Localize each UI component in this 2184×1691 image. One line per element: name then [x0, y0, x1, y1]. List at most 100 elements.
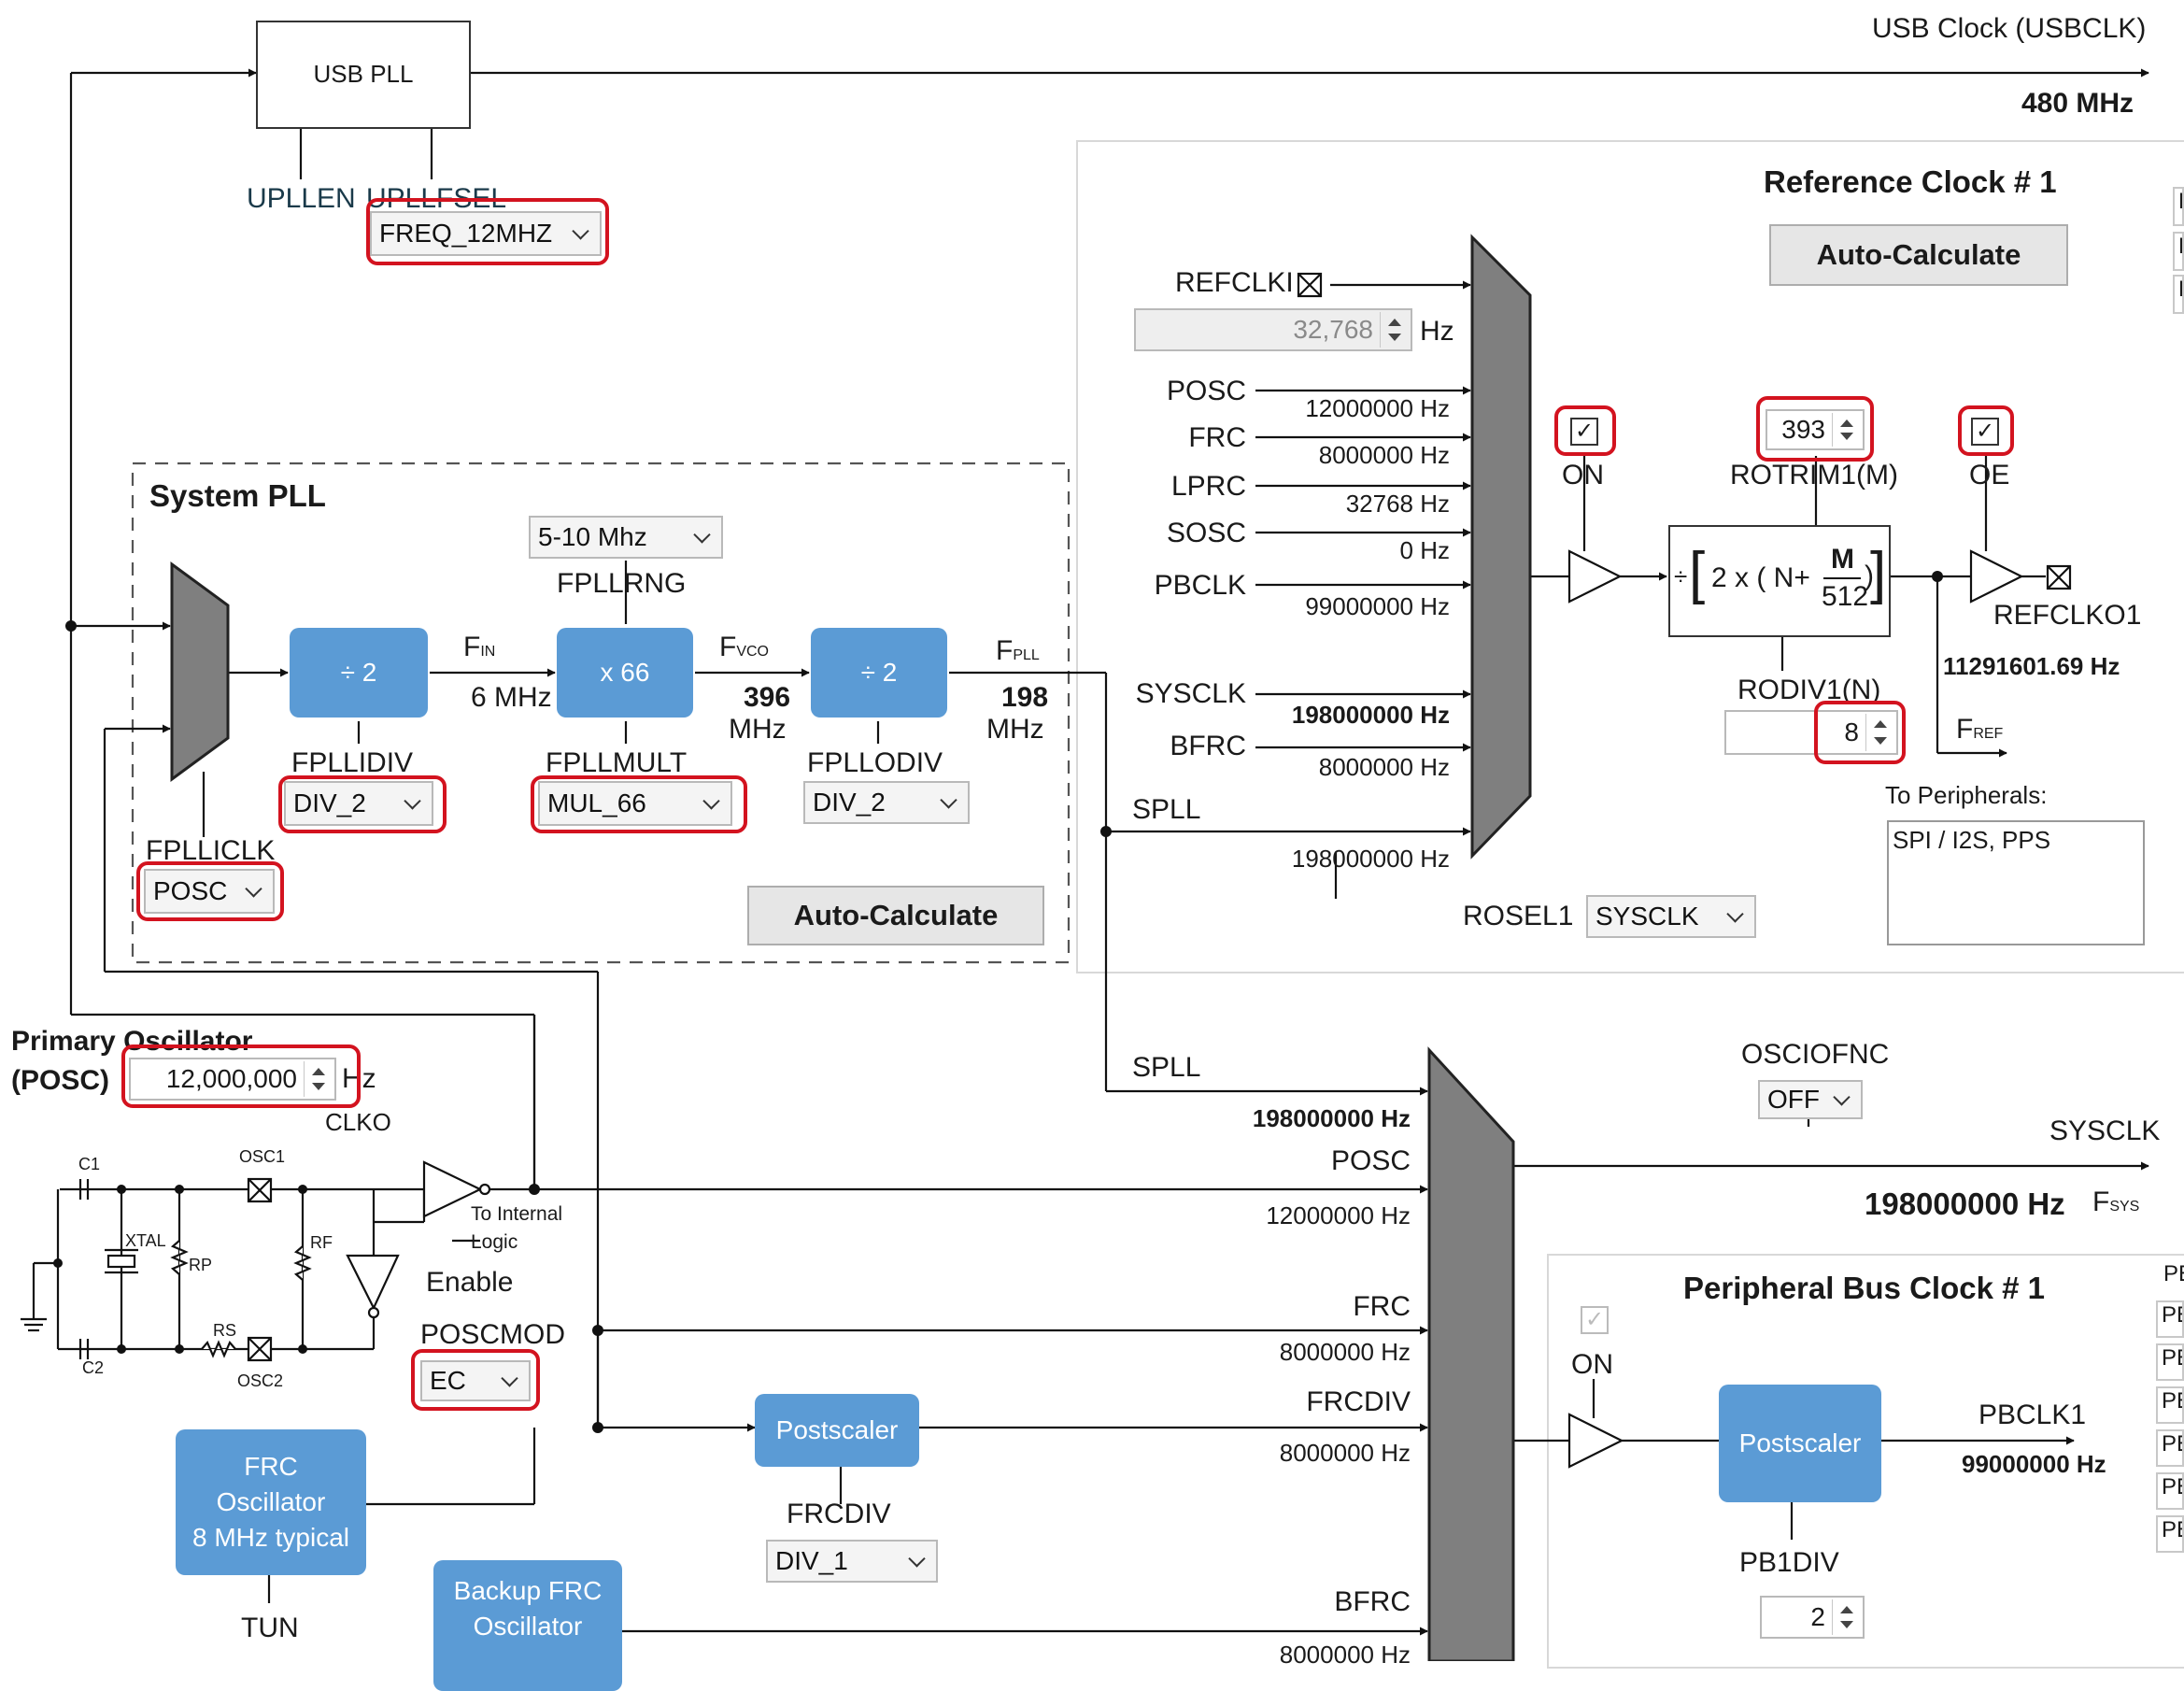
sys-frc-freq: 8000000 Hz — [1279, 1338, 1411, 1366]
backup-frc-block: Backup FRC Oscillator — [433, 1560, 622, 1691]
rotrim-spinner[interactable]: 393 — [1766, 409, 1865, 450]
rosel-select[interactable]: SYSCLK — [1586, 895, 1756, 938]
osc2-label: OSC2 — [237, 1371, 284, 1390]
spinner-arrows-icon[interactable] — [304, 1061, 333, 1097]
reference-auto-calculate-button[interactable]: Auto-Calculate — [1769, 224, 2068, 286]
refclki-freq-spinner[interactable]: 32,768 — [1134, 308, 1412, 351]
ref-input-sosc-freq: 0 Hz — [1399, 536, 1450, 564]
pb-edge-row: PE — [2156, 1515, 2184, 1553]
spinner-arrows-icon[interactable] — [1832, 1599, 1861, 1635]
refclko-freq: 11291601.69 Hz — [1943, 652, 2120, 680]
poscmod-value: EC — [430, 1366, 466, 1395]
pb-on-label: ON — [1571, 1349, 1613, 1380]
poscmod-select[interactable]: EC — [420, 1360, 531, 1401]
highlight-fpllicl — [136, 861, 284, 921]
pb-on-checkbox[interactable]: ✓ — [1581, 1306, 1609, 1334]
to-internal-label: To Internal — [471, 1203, 563, 1225]
fpllodiv-value: DIV_2 — [813, 788, 886, 817]
highlight-rodiv — [1814, 701, 1906, 764]
ref-input-sysclk-freq: 198000000 Hz — [1291, 701, 1450, 729]
highlight-rotrim — [1756, 396, 1874, 462]
ref-input-sosc-label: SOSC — [1166, 518, 1246, 548]
ref-spll-freq: 198000000 Hz — [1291, 845, 1450, 873]
refclko-label: REFCLKO1 — [1993, 600, 2142, 631]
system-pll-auto-calculate-button[interactable]: Auto-Calculate — [747, 886, 1044, 945]
fpllmult-select[interactable]: MUL_66 — [538, 781, 732, 826]
sysclk-mux — [1427, 1046, 1515, 1661]
highlight-fpllmult — [531, 775, 747, 833]
rf-label: RF — [310, 1233, 333, 1252]
ref-input-lprc-freq: 32768 Hz — [1345, 490, 1450, 518]
fpllicl-select[interactable]: POSC — [144, 869, 275, 914]
osciofnc-select[interactable]: OFF — [1758, 1080, 1863, 1119]
poscmod-label: POSCMOD — [420, 1319, 566, 1350]
pbclk-freq: 99000000 Hz — [1962, 1450, 2106, 1478]
usb-pll-label: USB PLL — [313, 60, 414, 88]
frc-block-line2: Oscillator — [216, 1487, 326, 1517]
fpll-value: 198 — [1001, 682, 1049, 713]
frc-block-line3: 8 MHz typical — [191, 1522, 350, 1552]
formula-divide-symbol: ÷ — [1674, 562, 1688, 590]
spinner-arrows-icon[interactable] — [1380, 312, 1409, 348]
rosel-label: ROSEL1 — [1463, 901, 1574, 931]
divider-formula-box: ÷ [ 2 x ( N+ M 512 ) ] — [1668, 525, 1891, 637]
chevron-down-icon — [940, 791, 957, 809]
pb-edge-row: PE — [2156, 1343, 2184, 1381]
usb-clock-freq: 480 MHz — [2021, 88, 2134, 119]
rodiv-spinner[interactable]: 8 — [1724, 710, 1898, 755]
frc-oscillator-block: FRC Oscillator 8 MHz typical — [176, 1429, 366, 1575]
pb-edge-row: PE — [2156, 1472, 2184, 1510]
ref-input-posc-label: POSC — [1166, 376, 1246, 406]
sys-posc-label: POSC — [1330, 1145, 1411, 1176]
oe-checkbox[interactable]: ✓ — [1971, 418, 1999, 446]
frc-block-line1: FRC — [244, 1452, 298, 1482]
rodiv-value: 8 — [1844, 718, 1859, 746]
to-internal-logic-label: Logic — [471, 1231, 518, 1253]
upllfsel-value: FREQ_12MHZ — [379, 219, 553, 248]
fpllodiv-select[interactable]: DIV_2 — [803, 781, 970, 824]
reference-clock-title: Reference Clock # 1 — [1764, 164, 2057, 199]
upllen-label: UPLLEN — [247, 183, 356, 214]
pb-edge-row: PE — [2156, 1300, 2184, 1338]
fin-label: FIN — [463, 632, 496, 662]
spinner-arrows-icon[interactable] — [1832, 413, 1861, 447]
pbdiv-label: PB1DIV — [1739, 1547, 1839, 1578]
ref-input-posc-freq: 12000000 Hz — [1305, 394, 1450, 422]
fref-label: FREF — [1956, 714, 2004, 745]
rodiv-label: RODIV1(N) — [1737, 675, 1881, 705]
ref-input-pbclk-label: PBCLK — [1154, 570, 1246, 601]
fsys-label: FSYS — [2092, 1187, 2140, 1217]
fpllrng-select[interactable]: 5-10 Mhz — [529, 516, 723, 559]
fpllidiv-select[interactable]: DIV_2 — [284, 781, 433, 826]
ref-on-checkbox[interactable]: ✓ — [1570, 418, 1598, 446]
fpllidiv-value: DIV_2 — [293, 789, 366, 817]
ref-edge-row: F — [2173, 275, 2184, 314]
chevron-down-icon — [1726, 905, 1744, 923]
pbdiv-spinner[interactable]: 2 — [1760, 1596, 1865, 1639]
fvco-value: 396 — [744, 682, 791, 713]
primary-osc-subtitle: (POSC) — [11, 1065, 109, 1096]
rotrim-label: ROTRIM1(M) — [1730, 460, 1898, 490]
frcdiv-select[interactable]: DIV_1 — [766, 1540, 938, 1583]
upllfsel-select[interactable]: FREQ_12MHZ — [370, 211, 602, 256]
ref-input-frc-label: FRC — [1188, 422, 1246, 453]
fpllicl-label: FPLLICLK — [146, 835, 276, 866]
sysclk-label: SYSCLK — [2049, 1115, 2161, 1146]
fpllrng-label: FPLLRNG — [557, 568, 687, 599]
oe-label: OE — [1969, 460, 2010, 490]
pbdiv-value: 2 — [1810, 1602, 1825, 1631]
sys-spll-label: SPLL — [1132, 1052, 1201, 1083]
posc-freq-spinner[interactable]: 12,000,000 — [129, 1058, 336, 1101]
refclki-freq-value: 32,768 — [1293, 315, 1373, 344]
fpllmult-label: FPLLMULT — [546, 747, 688, 778]
ref-input-pbclk-freq: 99000000 Hz — [1305, 592, 1450, 620]
sys-posc-freq: 12000000 Hz — [1266, 1201, 1411, 1229]
rosel-mux — [1470, 234, 1532, 860]
formula-close: ) — [1865, 561, 1874, 591]
fpllicl-value: POSC — [153, 876, 228, 905]
to-peripherals-textbox[interactable]: SPI / I2S, PPS — [1887, 820, 2145, 945]
spinner-arrows-icon[interactable] — [1865, 714, 1894, 751]
fin-value: 6 MHz — [471, 682, 552, 713]
fpllrng-value: 5-10 Mhz — [538, 522, 647, 551]
fpllidiv-block: ÷ 2 — [290, 628, 428, 718]
